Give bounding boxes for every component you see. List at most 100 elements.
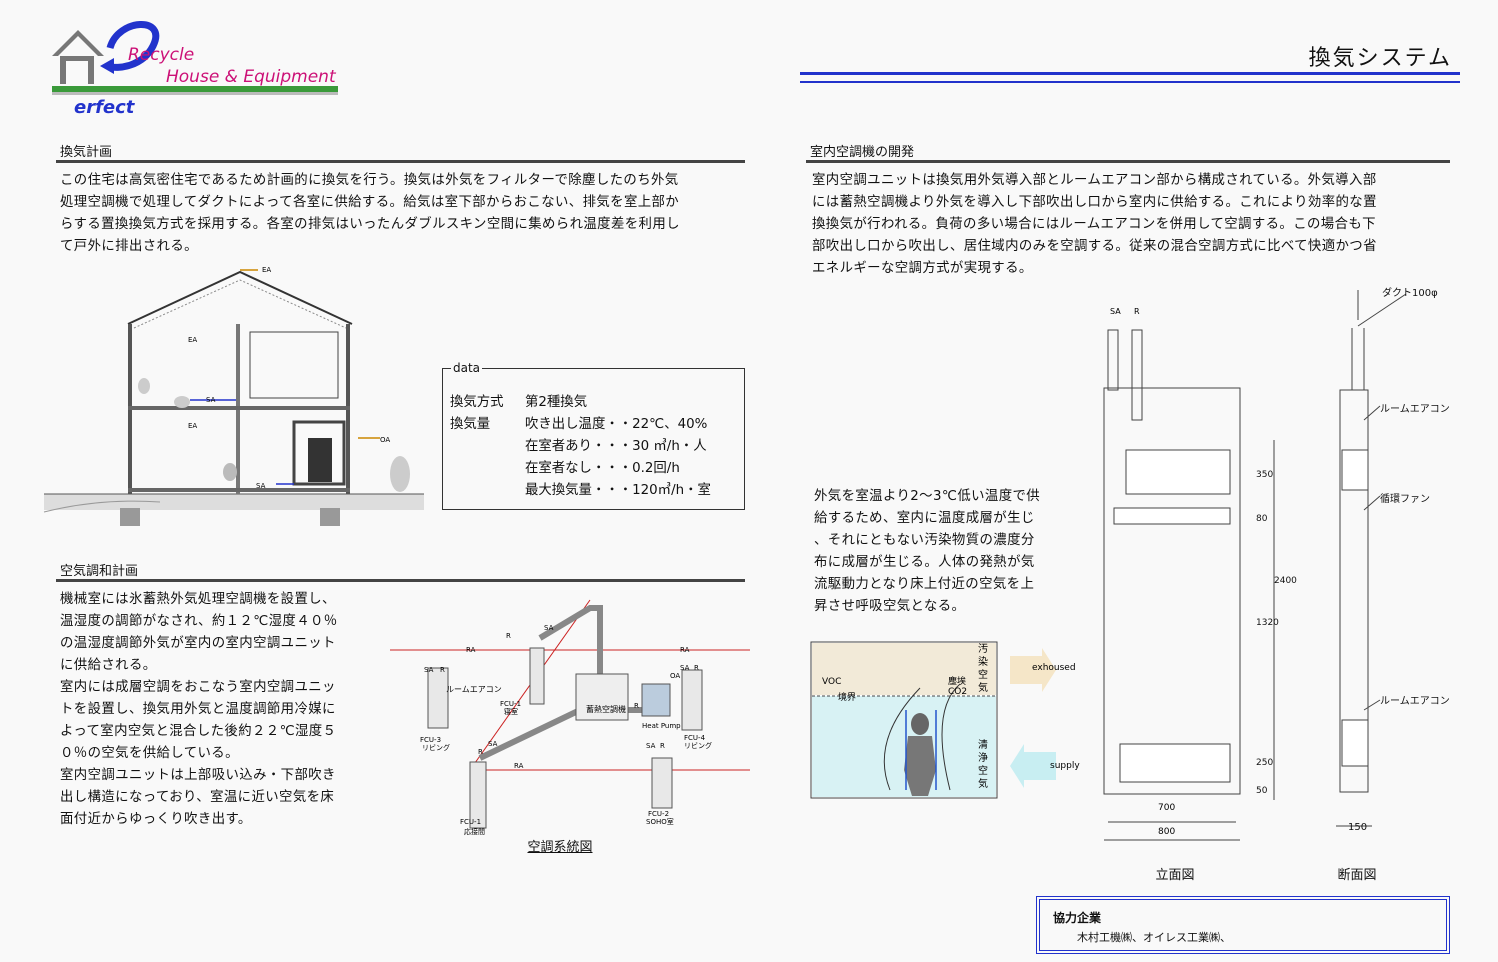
hvac-label: SOHO室 <box>646 817 674 826</box>
hvac-label: 蓄熱空調機 <box>586 704 626 714</box>
text-line: 外気を室温より2〜3℃低い温度で供 <box>814 489 1041 504</box>
text-line: 給するため、室内に温度成層が生じ <box>814 511 1035 526</box>
partner-box: 協力企業 木村工機㈱、オイレス工業㈱、 <box>1036 896 1450 954</box>
dim-350: 350 <box>1256 470 1274 480</box>
supply-label: supply <box>1050 761 1080 771</box>
clean-char: 浄 <box>978 751 988 764</box>
hvac-label: リビング <box>684 741 712 750</box>
text-line: 換換気が行われる。負荷の多い場合にはルームエアコンを併用して空調する。この場合も… <box>812 217 1376 232</box>
data-row-value: 在室者あり・・・30 ㎥/h・人 <box>525 439 707 454</box>
hvac-label: R <box>506 632 511 640</box>
data-legend: data <box>451 361 483 375</box>
text-line: 昇させ呼吸空気となる。 <box>814 599 966 614</box>
logo-text-2: House & Equipment <box>166 67 337 87</box>
clean-char: 空 <box>978 764 988 777</box>
text-line: エネルギーな空調方式が実現する。 <box>812 261 1033 276</box>
logo-text-1: Recycle <box>128 45 194 65</box>
fan-label: 循環ファン <box>1380 494 1430 505</box>
text-line: には蓄熱空調機より外気を導入し下部吹出し口から室内に供給する。これにより効率的な… <box>812 195 1377 210</box>
hvac-label: FCU-2 <box>648 810 669 818</box>
hvac-system-diagram: SA R RA RA SA R SA R OA ルームエアコン FCU-1 寝室… <box>380 598 760 858</box>
aircon-plan-rule <box>56 579 745 582</box>
drawing-label: SA <box>256 482 266 490</box>
hvac-label: 応接間 <box>464 827 485 836</box>
house-section-drawing: EA EA SA EA OA SA <box>40 262 440 534</box>
drawing-label: OA <box>380 436 390 444</box>
text-line: トを設置し、換気用外気と温度調節用冷媒に <box>60 702 336 717</box>
hvac-label: SA <box>680 664 690 672</box>
clean-char: 清 <box>978 738 988 751</box>
elev-sa-label: SA <box>1110 307 1121 316</box>
logo-text-3: erfect <box>74 97 136 118</box>
voc-label: VOC <box>822 677 841 687</box>
data-row-label: 換気方式 <box>450 395 504 410</box>
aircon-top-label: ルームエアコン <box>1380 404 1450 415</box>
indoor-unit-heading: 室内空調機の開発 <box>810 145 915 160</box>
aircon-bottom-label: ルームエアコン <box>1380 696 1450 707</box>
partner-body: 木村工機㈱、オイレス工業㈱、 <box>1077 931 1231 944</box>
dim-1320: 1320 <box>1256 618 1279 628</box>
text-line: 室内空調ユニットは上部吸い込み・下部吹き <box>60 768 336 783</box>
hvac-label: FCU-1 <box>460 818 481 826</box>
partner-heading: 協力企業 <box>1053 911 1102 925</box>
text-line: 室内には成層空調をおこなう室内空調ユニッ <box>60 680 336 695</box>
hvac-label: SA <box>488 740 498 748</box>
aircon-plan-heading: 空気調和計画 <box>60 564 139 579</box>
section-width: 150 <box>1348 822 1368 833</box>
text-line: 出し構造になっており、室温に近い空気を床 <box>60 790 335 805</box>
dirty-char: 汚 <box>978 642 988 655</box>
logo: Recycle House & Equipment erfect <box>48 18 348 118</box>
elevation-drawing: SA R 700 800 <box>1098 300 1278 860</box>
hvac-label: リビング <box>422 743 450 752</box>
hvac-label: R <box>694 664 699 672</box>
text-line: 温湿度の調節がなされ、約１２℃湿度４０％ <box>60 614 338 629</box>
text-line: よって室内空気と混合した後約２２℃湿度５ <box>60 724 337 739</box>
dim-250: 250 <box>1256 758 1274 768</box>
title-rule <box>800 72 1460 83</box>
hvac-label: OA <box>670 672 680 680</box>
clean-char: 気 <box>978 777 988 790</box>
ventilation-rule <box>56 160 745 163</box>
hvac-caption: 空調系統図 <box>527 840 593 855</box>
section-view-drawing <box>1296 280 1476 840</box>
drawing-label: EA <box>188 422 197 430</box>
page-title: 換気システム <box>1308 46 1452 71</box>
hvac-label: R <box>440 666 445 674</box>
text-line: 、それにともない汚染物質の濃度分 <box>814 533 1035 548</box>
dirty-char: 気 <box>978 681 988 694</box>
text-line: に供給される。 <box>60 658 157 673</box>
data-row-value: 吹き出し温度・・22℃、40% <box>525 417 708 432</box>
elev-r-label: R <box>1134 307 1140 316</box>
data-row-value: 最大換気量・・・120㎥/h・室 <box>525 483 711 498</box>
hvac-label: R <box>634 702 639 710</box>
ventilation-heading: 換気計画 <box>60 145 113 160</box>
data-row-value: 在室者なし・・・0.2回/h <box>525 461 680 476</box>
data-box: data 換気方式 第2種換気 換気量 吹き出し温度・・22℃、40% 在室者あ… <box>442 361 745 510</box>
dust-label: 塵埃 <box>948 675 966 687</box>
text-line: ０％の空気を供給している。 <box>60 746 239 761</box>
elev-width-800: 800 <box>1158 827 1175 837</box>
drawing-label: EA <box>188 336 197 344</box>
hvac-label: RA <box>466 646 476 654</box>
text-line: 布に成層が生じる。人体の発熱が気 <box>814 555 1035 570</box>
text-line: 流駆動力となり床上付近の空気を上 <box>814 577 1035 592</box>
text-line: 面付近からゆっくり吹き出す。 <box>60 812 252 827</box>
dim-80: 80 <box>1256 514 1268 524</box>
hvac-label: FCU-4 <box>684 734 706 742</box>
text-line: らする置換換気方式を採用する。各室の排気はいったんダブルスキン空間に集められ温度… <box>60 217 680 232</box>
hvac-label: SA <box>544 624 554 632</box>
text-line: の温湿度調節外気が室内の室内空調ユニット <box>60 636 336 651</box>
elevation-caption: 立面図 <box>1155 868 1195 883</box>
hvac-label: SA <box>646 742 656 750</box>
data-row-value: 第2種換気 <box>525 395 588 410</box>
dirty-char: 空 <box>978 668 988 681</box>
dim-50: 50 <box>1256 786 1268 796</box>
text-line: 部吹出し口から吹出し、居住域内のみを空調する。従来の混合空調方式に比べて快適かつ… <box>812 239 1377 254</box>
dim-2400: 2400 <box>1274 576 1297 586</box>
logo-graphic: Recycle House & Equipment erfect <box>52 21 338 118</box>
hvac-label: SA <box>424 666 434 674</box>
hvac-label: Heat Pump <box>642 722 681 730</box>
hvac-label: ルームエアコン <box>446 685 502 694</box>
drawing-label: EA <box>262 266 271 274</box>
hvac-label: R <box>660 742 665 750</box>
